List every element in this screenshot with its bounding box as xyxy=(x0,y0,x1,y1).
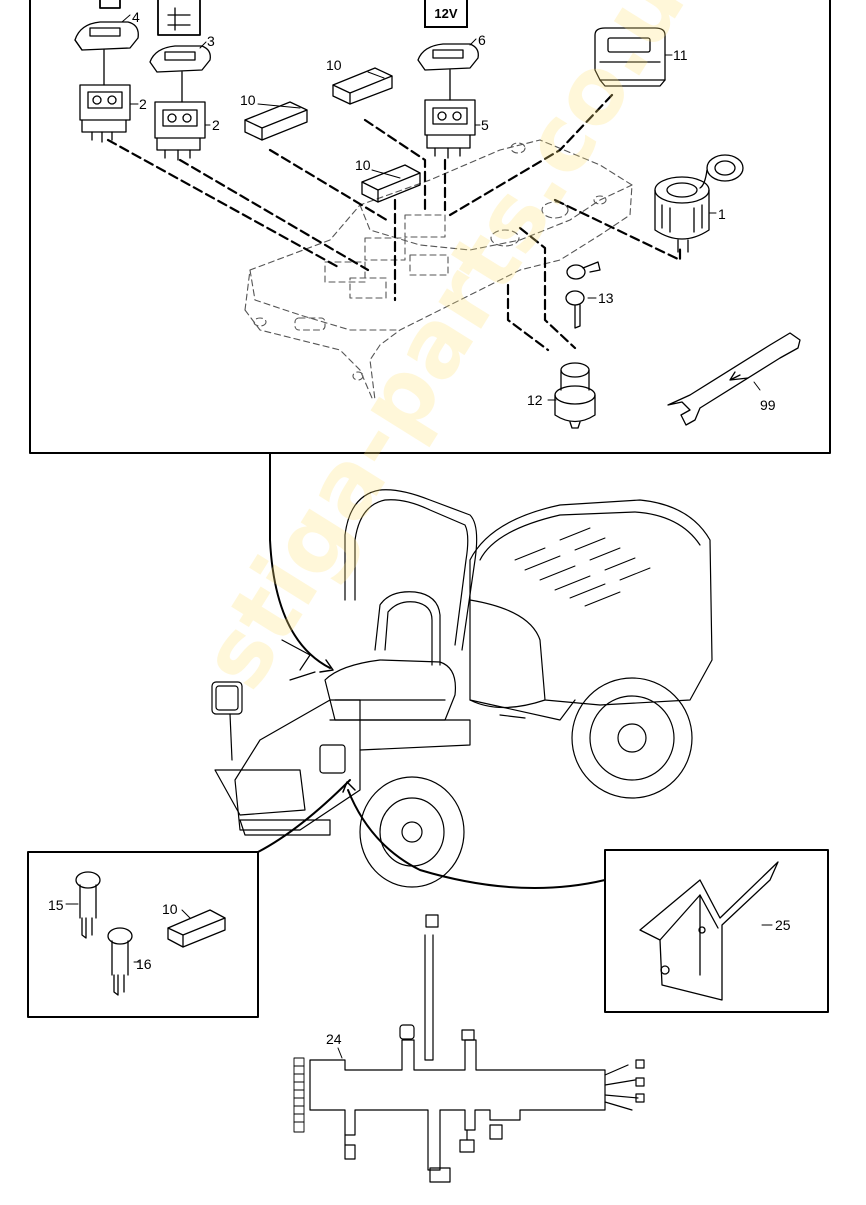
callout-99: 99 xyxy=(760,397,776,413)
callout-11: 11 xyxy=(673,47,688,63)
switch-5 xyxy=(424,99,476,159)
leader-top-to-machine xyxy=(269,452,331,669)
service-tool-99 xyxy=(667,332,801,426)
socket-11 xyxy=(594,27,666,87)
indicator-lamp-15 xyxy=(75,871,101,939)
power-socket-1 xyxy=(654,154,744,253)
bracket-25 xyxy=(639,861,779,1001)
voltage-label: 12V xyxy=(424,0,468,28)
blank-plug-10d xyxy=(167,909,226,948)
indicator-lamp-16 xyxy=(107,927,133,996)
switch-2a xyxy=(79,84,131,143)
callout-24: 24 xyxy=(326,1031,342,1047)
callout-15: 15 xyxy=(48,897,64,913)
top-detail-frame xyxy=(29,0,831,454)
leader-to-right-box xyxy=(347,789,606,889)
callout-10-top: 10 xyxy=(326,57,342,73)
tractor-illustration xyxy=(211,489,713,888)
bottom-right-detail-frame xyxy=(604,849,829,1013)
callout-leaders-top xyxy=(121,14,761,401)
bottom-left-detail-frame xyxy=(27,851,259,1018)
callout-1: 1 xyxy=(718,206,726,222)
keys-13 xyxy=(565,261,601,329)
callout-5: 5 xyxy=(481,117,489,133)
wiring-harness-24 xyxy=(293,914,645,1183)
callout-6: 6 xyxy=(478,32,486,48)
leader-to-left-box xyxy=(257,779,351,853)
ignition-switch-12 xyxy=(554,362,596,429)
callout-2-right: 2 xyxy=(212,117,220,133)
blank-plug-10b xyxy=(244,101,308,141)
switch-cover-4 xyxy=(74,0,139,51)
switch-cover-6 xyxy=(417,43,479,71)
blank-plug-10c xyxy=(361,164,421,203)
callout-16: 16 xyxy=(136,956,152,972)
callout-25: 25 xyxy=(775,917,791,933)
leader-lines-dashed xyxy=(106,93,682,352)
callout-10-mid: 10 xyxy=(355,157,371,173)
callout-13: 13 xyxy=(598,290,614,306)
switch-cover-3 xyxy=(149,0,211,73)
callout-4: 4 xyxy=(132,9,140,25)
callout-2-left: 2 xyxy=(139,96,147,112)
callout-10-box: 10 xyxy=(162,901,178,917)
callout-12: 12 xyxy=(527,392,543,408)
callout-10-left: 10 xyxy=(240,92,256,108)
switch-2b xyxy=(154,101,206,161)
blank-plug-10a xyxy=(332,67,393,105)
callout-3: 3 xyxy=(207,33,215,49)
